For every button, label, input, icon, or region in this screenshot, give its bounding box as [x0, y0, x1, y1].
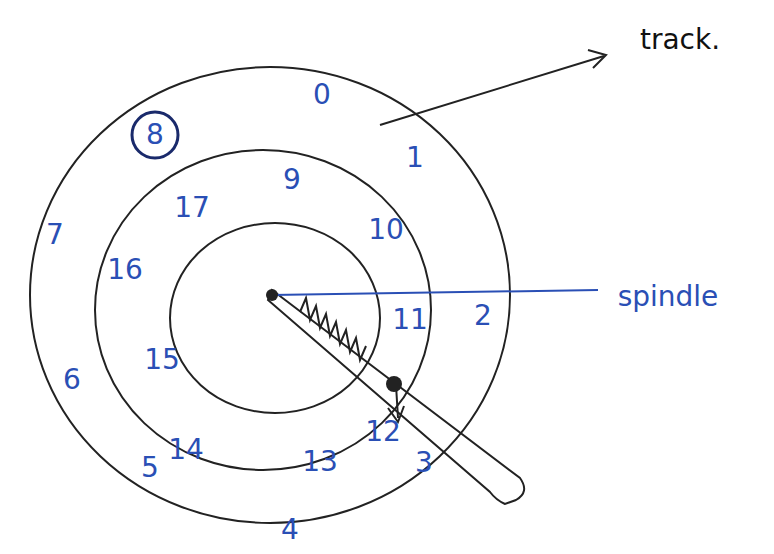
sector-number: 16 [107, 255, 143, 286]
spindle-dot [266, 289, 278, 301]
sector-number: 14 [168, 435, 204, 466]
sector-number: 0 [313, 80, 331, 111]
sector-number: 4 [281, 515, 299, 546]
spindle-label: spindle [618, 282, 719, 313]
sector-number: 1 [406, 143, 424, 174]
sector-number: 3 [415, 448, 433, 479]
sector-number: 6 [63, 365, 81, 396]
sector-number: 5 [141, 453, 159, 484]
sector-number: 15 [144, 345, 180, 376]
sector-number: 8 [146, 120, 164, 151]
spindle-leader [272, 290, 598, 295]
sector-number: 11 [392, 305, 428, 336]
arm-spring [300, 298, 366, 360]
read-write-arm [268, 290, 524, 504]
head-dot [386, 376, 402, 392]
track-arrowhead [588, 50, 606, 68]
sector-number: 12 [365, 417, 401, 448]
track-label: track. [640, 25, 720, 56]
middle-track [95, 150, 431, 470]
sector-number: 2 [474, 301, 492, 332]
sector-number: 10 [368, 215, 404, 246]
inner-track [170, 223, 380, 413]
sector-number: 13 [302, 447, 338, 478]
sector-number: 17 [174, 193, 210, 224]
track-leader [380, 56, 604, 125]
outer-track [30, 67, 510, 523]
sector-number: 7 [46, 220, 64, 251]
sector-number: 9 [283, 165, 301, 196]
circled-sector: 8 [130, 110, 180, 160]
